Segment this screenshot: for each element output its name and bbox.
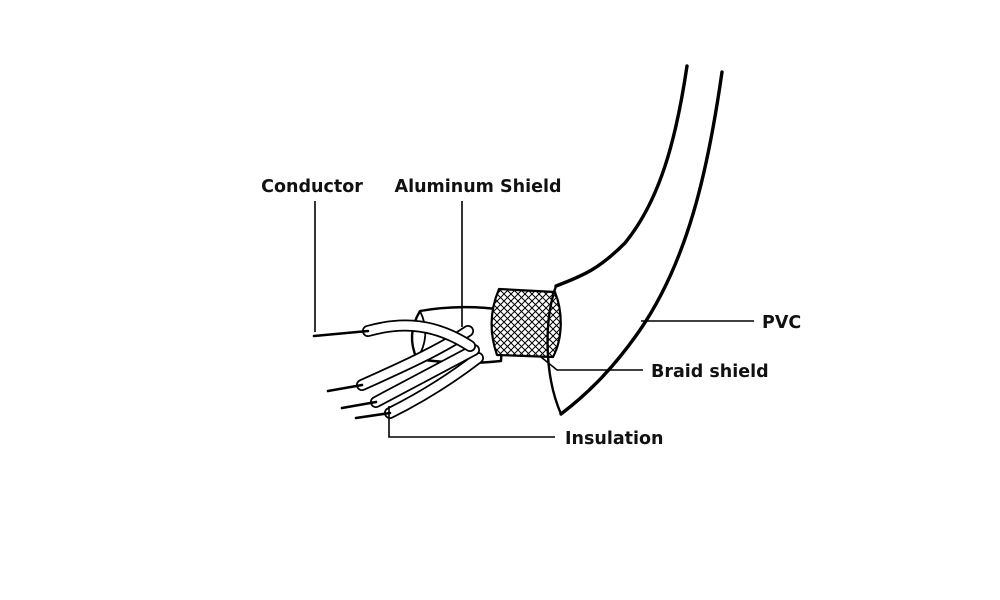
- braid-shield-shape: [490, 287, 562, 359]
- leader-lines: [314, 201, 754, 438]
- insulated-wires: [356, 319, 484, 419]
- insulation-leader-line: [388, 406, 555, 438]
- conductor-wire-tip: [312, 329, 370, 338]
- conductor-wire-tip: [326, 383, 364, 393]
- wire: [370, 344, 480, 408]
- aluminum-shield-label: Aluminum Shield: [395, 177, 562, 197]
- pvc-jacket-shape: [546, 64, 724, 416]
- pvc-label: PVC: [762, 313, 801, 333]
- conductor-wire-tip: [340, 400, 378, 410]
- pvc-jacket-outer-edge: [559, 70, 724, 416]
- braid-shield-label: Braid shield: [651, 362, 769, 382]
- braid-shield-leader-line: [540, 356, 643, 371]
- pvc-jacket-cut-edge: [546, 284, 563, 416]
- conductor-wire-tip: [354, 411, 392, 420]
- insulation-label: Insulation: [565, 429, 664, 449]
- pvc-jacket-inner-edge: [554, 64, 689, 288]
- conductor-label: Conductor: [261, 177, 363, 197]
- wire: [362, 319, 476, 352]
- conductor-tips: [312, 329, 392, 420]
- braid-shield-body: [490, 287, 562, 359]
- wire: [384, 352, 484, 419]
